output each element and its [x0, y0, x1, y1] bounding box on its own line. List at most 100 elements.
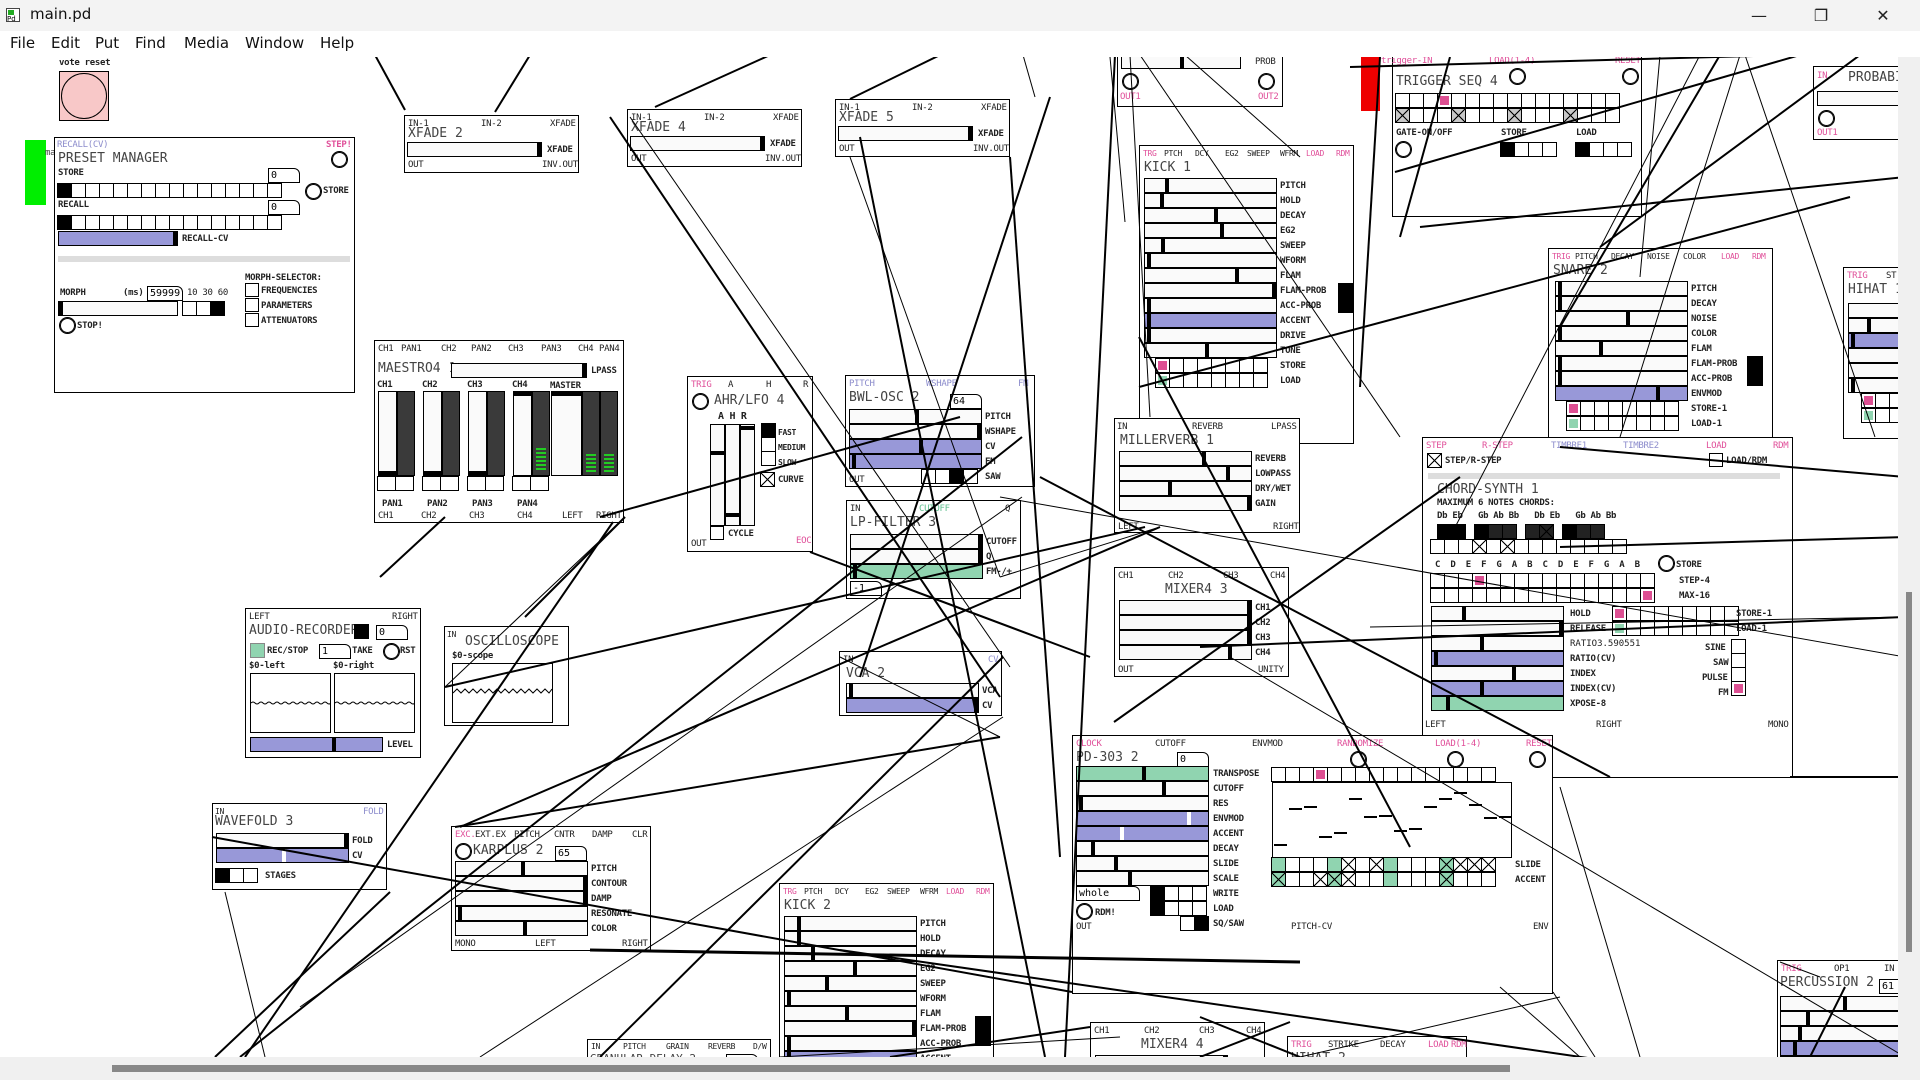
- fm-slider[interactable]: [850, 564, 983, 579]
- transpose-row[interactable]: [1271, 767, 1496, 782]
- decay-slider[interactable]: [1076, 841, 1209, 856]
- flam-slider[interactable]: [784, 1006, 917, 1021]
- morph-time-number[interactable]: 59999: [147, 286, 183, 301]
- attenuators-toggle[interactable]: [245, 313, 259, 327]
- lpf-number[interactable]: -1: [850, 581, 882, 596]
- xfade-slider[interactable]: [407, 142, 542, 157]
- probability-slider[interactable]: [1817, 91, 1898, 106]
- gate-bang[interactable]: [1395, 141, 1412, 158]
- accent-slider[interactable]: [1076, 826, 1209, 841]
- pitch-slider[interactable]: [849, 409, 982, 424]
- tone-slider[interactable]: [1144, 343, 1277, 358]
- horizontal-scrollbar[interactable]: [0, 1057, 1920, 1080]
- ratio-slider[interactable]: [1431, 636, 1564, 651]
- ch1-slider[interactable]: [1119, 600, 1252, 615]
- chord-keys-row[interactable]: [1430, 539, 1627, 554]
- hihat1-load[interactable]: [1861, 408, 1898, 423]
- hihat1-store[interactable]: [1861, 393, 1898, 408]
- flam-prob-slider[interactable]: [784, 1021, 917, 1036]
- trig-bang[interactable]: [692, 393, 709, 410]
- hihat1-slider-5[interactable]: [1848, 363, 1898, 378]
- cutoff-slider[interactable]: [1076, 781, 1209, 796]
- vote-reset-bang[interactable]: [59, 71, 109, 121]
- pan1-slider[interactable]: [377, 476, 414, 491]
- ratio-cv-slider[interactable]: [1431, 651, 1564, 666]
- drywet-slider[interactable]: [1119, 481, 1252, 496]
- store-radio[interactable]: [1500, 142, 1557, 157]
- vertical-scroll-thumb[interactable]: [1906, 592, 1912, 952]
- load-radio[interactable]: [1150, 901, 1207, 916]
- sweep-slider[interactable]: [1144, 238, 1277, 253]
- sweep-slider[interactable]: [784, 976, 917, 991]
- index-cv-slider[interactable]: [1431, 681, 1564, 696]
- green-toggle-block[interactable]: [25, 140, 46, 205]
- hold-slider[interactable]: [1431, 606, 1564, 621]
- pan2-slider[interactable]: [422, 476, 459, 491]
- fm-slider[interactable]: [849, 454, 982, 469]
- res-slider[interactable]: [1076, 796, 1209, 811]
- maximize-button[interactable]: ❐: [1813, 6, 1829, 25]
- menu-file[interactable]: File: [10, 34, 36, 52]
- trigger-row-1[interactable]: [1395, 93, 1620, 108]
- acc-prob-slider[interactable]: [1144, 298, 1277, 313]
- eg2-slider[interactable]: [784, 961, 917, 976]
- perc-slider-4[interactable]: [1780, 1041, 1898, 1056]
- curve-toggle[interactable]: [760, 472, 775, 487]
- max-row[interactable]: [1430, 588, 1655, 603]
- accent-slider[interactable]: [1144, 313, 1277, 328]
- accent-row[interactable]: [1271, 872, 1496, 887]
- patch-canvas[interactable]: vote reset manager RECALL(CV) STEP! PRES…: [0, 57, 1898, 1057]
- pitch-sequence-display[interactable]: [1272, 782, 1512, 858]
- lowpass-slider[interactable]: [1119, 466, 1252, 481]
- xpose-slider[interactable]: [1431, 696, 1564, 711]
- reset-bang[interactable]: [383, 643, 400, 660]
- release-slider[interactable]: [1431, 621, 1564, 636]
- prob-slider[interactable]: [1121, 57, 1241, 69]
- saw-radio[interactable]: [921, 469, 978, 484]
- morph-slider[interactable]: [58, 301, 178, 316]
- hihat1-slider-4[interactable]: [1848, 348, 1898, 363]
- color-slider[interactable]: [455, 921, 588, 936]
- scale-select[interactable]: whole: [1076, 886, 1140, 901]
- close-button[interactable]: ✕: [1876, 6, 1890, 25]
- color-slider[interactable]: [1555, 326, 1688, 341]
- speed-radio[interactable]: [761, 423, 776, 466]
- out1-bang[interactable]: [1122, 73, 1139, 90]
- load-radio[interactable]: [1155, 373, 1268, 388]
- release-load-row[interactable]: [1612, 621, 1739, 636]
- scale-slider[interactable]: [1076, 871, 1209, 886]
- step-bang[interactable]: [331, 151, 348, 168]
- perc-slider-2[interactable]: [1780, 1011, 1898, 1026]
- trigger-row-2[interactable]: [1395, 108, 1620, 123]
- cutoff-slider[interactable]: [850, 534, 983, 549]
- noise-slider[interactable]: [1555, 311, 1688, 326]
- hihat1-slider-1[interactable]: [1848, 303, 1898, 318]
- menu-media[interactable]: Media: [184, 34, 230, 52]
- menu-window[interactable]: Window: [245, 34, 305, 52]
- rdm-bang[interactable]: [1076, 903, 1093, 920]
- black-keys-row[interactable]: [1437, 524, 1605, 539]
- lpass-slider[interactable]: [451, 363, 587, 378]
- bwl-number[interactable]: 64: [950, 394, 982, 409]
- acc-prob-slider[interactable]: [784, 1036, 917, 1051]
- stop-bang[interactable]: [59, 317, 76, 334]
- attack-slider[interactable]: [710, 424, 725, 526]
- decay-slider[interactable]: [784, 946, 917, 961]
- envmod-slider[interactable]: [1555, 386, 1688, 401]
- ch4-slider[interactable]: [1119, 645, 1252, 660]
- ch2-fader[interactable]: [423, 391, 442, 476]
- store-bang[interactable]: [305, 183, 322, 200]
- envmod-slider[interactable]: [1076, 811, 1209, 826]
- hihat1-slider-2[interactable]: [1848, 318, 1898, 333]
- recall-number[interactable]: 0: [268, 200, 300, 215]
- percussion-number[interactable]: 61: [1879, 979, 1898, 994]
- eg2-slider[interactable]: [1144, 223, 1277, 238]
- ch1-fader[interactable]: [378, 391, 397, 476]
- damp-slider[interactable]: [455, 891, 588, 906]
- out2-bang[interactable]: [1258, 73, 1275, 90]
- decay-slider[interactable]: [1555, 296, 1688, 311]
- flam-prob-slider[interactable]: [1555, 356, 1688, 371]
- transpose-slider[interactable]: [1076, 766, 1209, 781]
- load-radio[interactable]: [1566, 416, 1679, 431]
- step-row[interactable]: [1430, 573, 1655, 588]
